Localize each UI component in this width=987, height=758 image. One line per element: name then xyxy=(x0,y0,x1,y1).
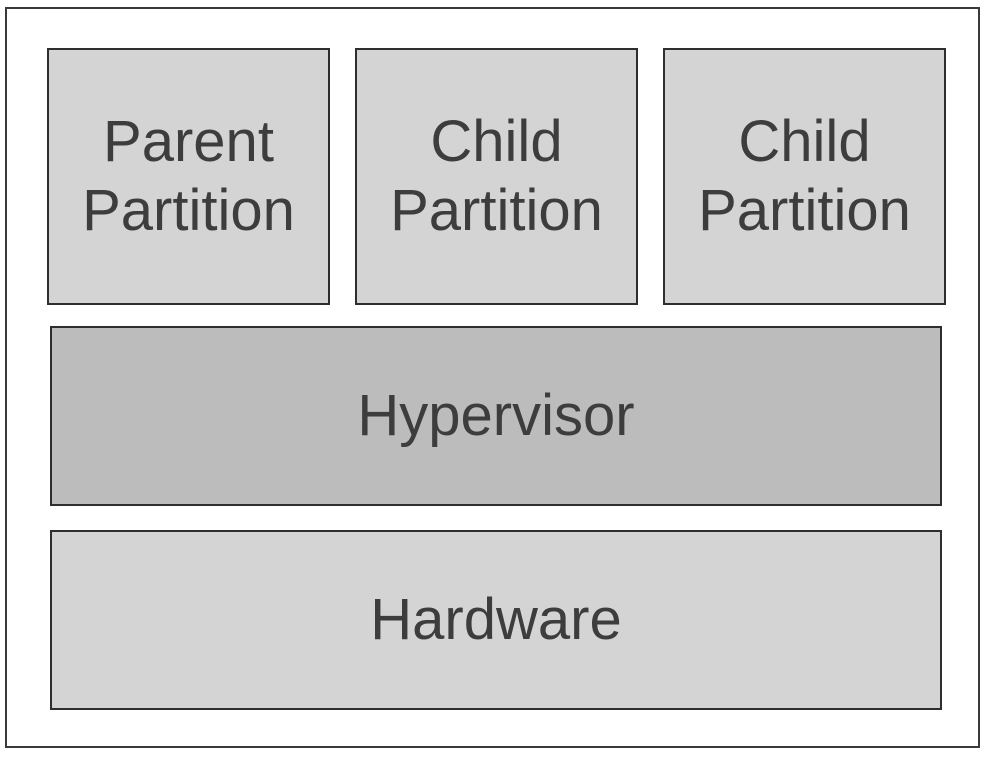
child-partition-label-1: Child Partition xyxy=(390,109,603,243)
child-partition-label-2: Child Partition xyxy=(698,109,911,243)
hardware-label: Hardware xyxy=(370,586,622,652)
hypervisor-label: Hypervisor xyxy=(357,382,635,448)
parent-partition-label: Parent Partition xyxy=(82,109,295,243)
child-partition-box-1: Child Partition xyxy=(355,48,638,305)
hypervisor-layer: Hypervisor xyxy=(50,326,942,506)
parent-partition-box: Parent Partition xyxy=(47,48,330,305)
child-partition-box-2: Child Partition xyxy=(663,48,946,305)
hardware-layer: Hardware xyxy=(50,530,942,710)
